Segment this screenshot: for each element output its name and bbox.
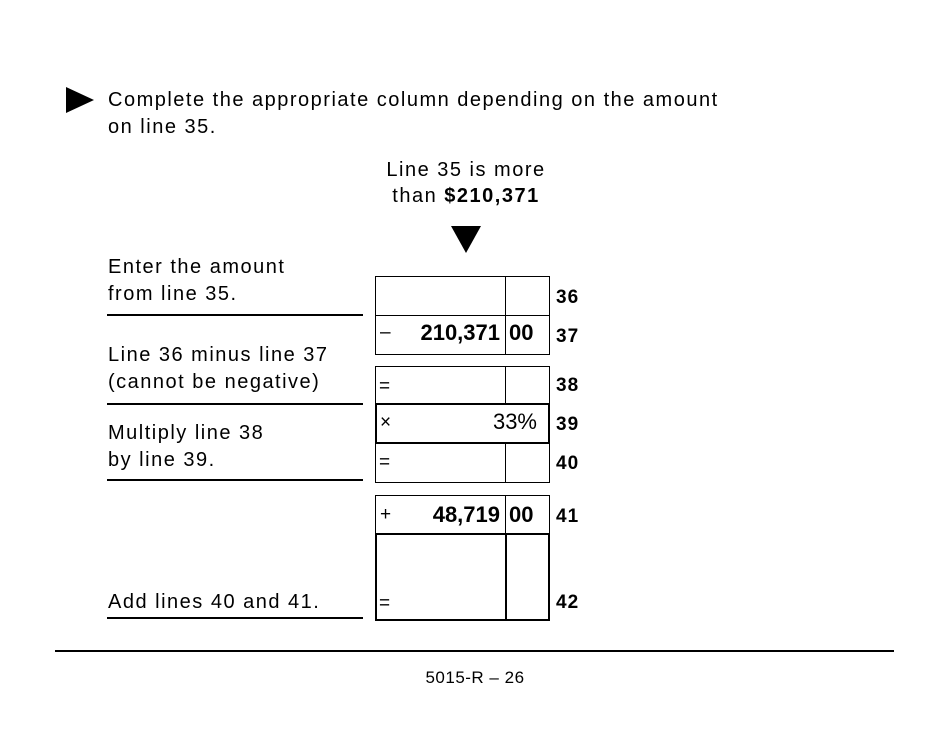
label-underline-36 [107, 314, 363, 316]
label-underline-42 [107, 617, 363, 619]
label-line-40: Multiply line 38 by line 39. [108, 420, 363, 474]
plus-operator: + [380, 504, 392, 525]
label-line-40-a: Multiply line 38 [108, 422, 265, 444]
cents-divider-40 [505, 443, 506, 483]
line-37-cents-field: 00 [507, 317, 548, 353]
right-triangle-icon [66, 87, 94, 113]
line-39-rate-field: × 33% [377, 405, 548, 442]
line-41-dollars-field: + 48,719 [377, 497, 504, 533]
line-38-cents-field[interactable] [507, 368, 548, 403]
line-number-37: 37 [556, 326, 580, 347]
line-number-40: 40 [556, 453, 580, 474]
equals-operator: = [379, 376, 391, 397]
label-line-38-a: Line 36 minus line 37 [108, 344, 329, 366]
label-line-38-b: (cannot be negative) [108, 371, 321, 393]
line-number-42: 42 [556, 592, 580, 613]
down-triangle-icon [451, 226, 481, 253]
column-header: Line 35 is more than $210,371 [366, 157, 566, 209]
label-underline-40 [107, 479, 363, 481]
line-37-dollars-field: – 210,371 [377, 317, 504, 353]
multiply-operator: × [380, 412, 392, 433]
line-36-dollars-field[interactable] [377, 278, 504, 314]
label-line-42-text: Add lines 40 and 41. [108, 591, 321, 613]
label-line-38: Line 36 minus line 37 (cannot be negativ… [108, 342, 363, 396]
label-line-42: Add lines 40 and 41. [108, 589, 363, 616]
row-separator [375, 315, 550, 316]
cents-divider-41 [505, 495, 506, 535]
line-37-cents: 00 [509, 320, 534, 345]
line-39-rate: 33% [492, 409, 537, 434]
instruction-line-2: on line 35. [108, 116, 217, 138]
threshold-amount: $210,371 [444, 185, 540, 207]
cents-divider-38 [505, 366, 506, 404]
line-42-box [375, 533, 550, 621]
line-42-cents-field[interactable] [508, 535, 548, 619]
equals-operator: = [379, 452, 391, 473]
column-header-line-1: Line 35 is more [386, 159, 546, 181]
cents-divider [505, 276, 506, 355]
line-37-amount: 210,371 [420, 320, 500, 345]
line-number-39: 39 [556, 414, 580, 435]
line-40-cents-field[interactable] [507, 445, 548, 481]
page-footer: 5015-R – 26 [425, 668, 525, 687]
line-41-cents-field: 00 [507, 497, 548, 533]
equals-operator: = [379, 593, 391, 614]
column-header-line-2: than $210,371 [366, 183, 566, 209]
line-36-cents-field[interactable] [507, 278, 548, 314]
cents-divider-42 [505, 533, 507, 621]
line-40-dollars-field[interactable]: = [377, 445, 504, 481]
line-38-dollars-field[interactable]: = [377, 368, 504, 403]
label-line-36-a: Enter the amount [108, 256, 286, 278]
line-41-cents: 00 [509, 502, 534, 527]
label-line-36: Enter the amount from line 35. [108, 254, 363, 308]
line-number-38: 38 [556, 375, 580, 396]
instruction-text: Complete the appropriate column dependin… [108, 87, 719, 141]
label-line-36-b: from line 35. [108, 283, 238, 305]
line-39-rate-box [375, 403, 550, 444]
line-number-41: 41 [556, 506, 580, 527]
column-header-prefix: than [392, 185, 445, 207]
label-line-40-b: by line 39. [108, 449, 216, 471]
footer-rule [55, 650, 894, 652]
minus-operator: – [380, 322, 391, 343]
line-number-36: 36 [556, 287, 580, 308]
instruction-line-1: Complete the appropriate column dependin… [108, 89, 719, 111]
line-42-dollars-field[interactable]: = [377, 535, 504, 619]
label-underline-38 [107, 403, 363, 405]
line-41-amount: 48,719 [432, 502, 500, 527]
